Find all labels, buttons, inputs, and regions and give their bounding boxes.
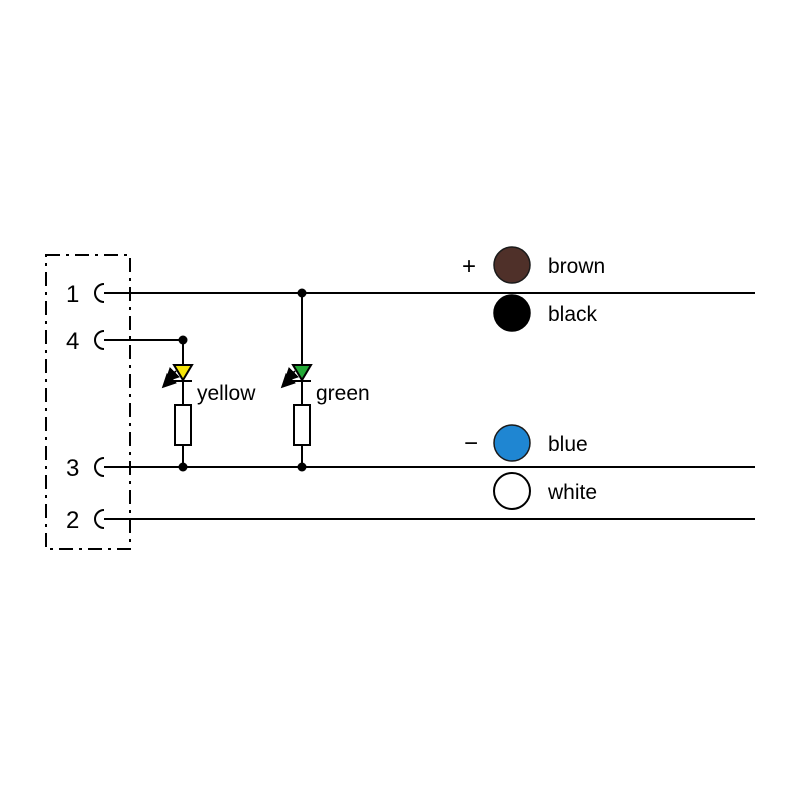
led-green-triangle-icon [291, 364, 313, 382]
wire-dot-blue [493, 424, 531, 462]
wire-dot-white [493, 472, 531, 510]
wire-label-white: white [547, 481, 597, 504]
polarity-plus-label: + [462, 253, 476, 280]
pin-number-1: 1 [66, 281, 79, 308]
wire-dot-brown [493, 246, 531, 284]
pin-number-4: 4 [66, 328, 79, 355]
wire-label-brown: brown [548, 255, 605, 278]
junction-dot [178, 462, 188, 472]
junction-dot [297, 462, 307, 472]
led-yellow-triangle-icon [172, 364, 194, 382]
pin-contact-4-icon [94, 330, 105, 350]
resistor-yellow-icon [174, 404, 192, 446]
led-label-green: green [316, 382, 370, 405]
pin-contact-3-icon [94, 457, 105, 477]
connector-outline [45, 254, 131, 550]
wire-label-blue: blue [548, 433, 588, 456]
junction-dot [178, 335, 188, 345]
polarity-minus-label: − [464, 430, 478, 457]
led-yellow: yellow [161, 364, 256, 405]
led-label-yellow: yellow [197, 382, 256, 405]
pin-number-2: 2 [66, 507, 79, 534]
junction-dot [297, 288, 307, 298]
pin-contact-1-icon [94, 283, 105, 303]
resistor-green-icon [293, 404, 311, 446]
led-emission-arrow-icon [280, 372, 297, 389]
led-emission-arrow-icon [161, 372, 178, 389]
pin-number-3: 3 [66, 455, 79, 482]
pin-contact-2-icon [94, 509, 105, 529]
wire-label-black: black [548, 303, 598, 326]
led-green: green [280, 364, 370, 405]
wire-dot-black [493, 294, 531, 332]
